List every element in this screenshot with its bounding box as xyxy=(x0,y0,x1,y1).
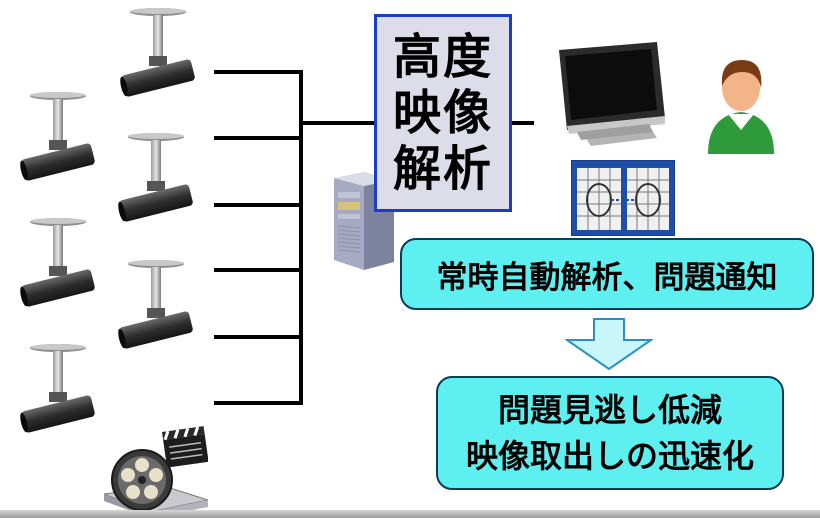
security-camera-icon xyxy=(18,344,96,434)
monitor-icon xyxy=(559,42,665,146)
callout-benefits: 問題見逃し低減 映像取出しの迅速化 xyxy=(436,376,784,490)
face-analysis-icon xyxy=(571,160,675,236)
analysis-label-line2: 映像 xyxy=(392,85,493,141)
security-camera-icon xyxy=(116,260,194,350)
user-icon xyxy=(708,60,774,154)
analysis-label-line1: 高度 xyxy=(392,29,493,85)
security-camera-icon xyxy=(118,8,196,98)
security-camera-icon xyxy=(18,218,96,308)
film-reel-icon xyxy=(104,426,208,518)
analysis-label-line3: 解析 xyxy=(392,141,493,197)
callout-auto-analysis-text: 常時自動解析、問題通知 xyxy=(436,259,778,296)
down-arrow-icon xyxy=(565,318,653,370)
bottom-divider xyxy=(0,510,820,518)
security-camera-icon xyxy=(18,92,96,182)
analysis-box: 高度 映像 解析 xyxy=(374,14,512,212)
callout-benefits-line1: 問題見逃し低減 xyxy=(497,391,722,429)
callout-auto-analysis: 常時自動解析、問題通知 xyxy=(400,238,814,310)
callout-benefits-line2: 映像取出しの迅速化 xyxy=(465,437,754,475)
security-camera-icon xyxy=(116,133,194,223)
